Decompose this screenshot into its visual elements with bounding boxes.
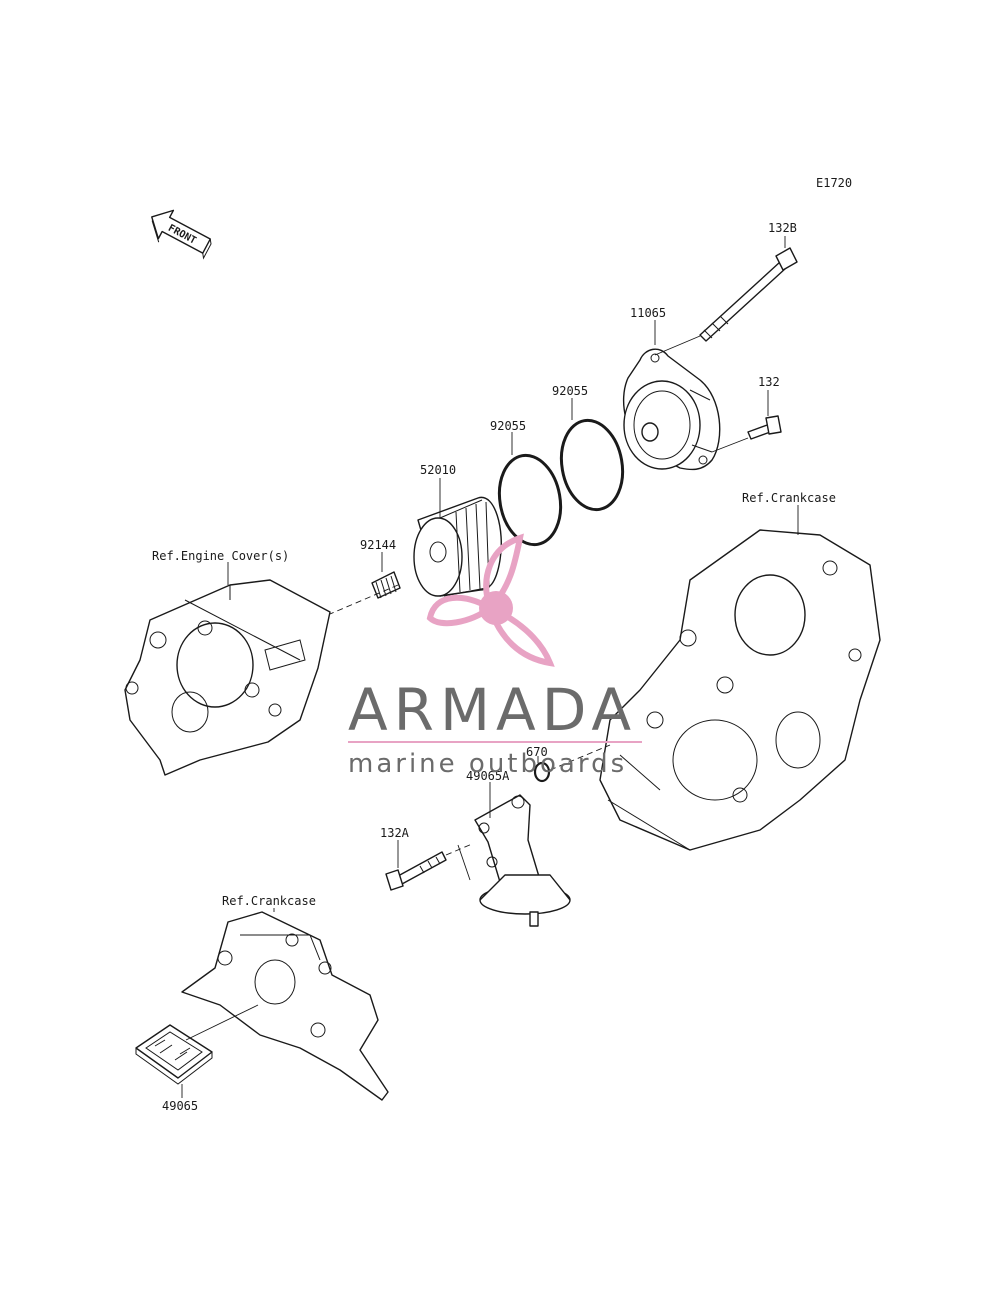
bolt-132b	[699, 247, 798, 342]
spring-92144	[371, 571, 401, 599]
o-ring-92055-left	[497, 453, 563, 547]
label-49065a: 49065A	[466, 769, 510, 783]
o-ring-92055-right	[559, 418, 625, 512]
oil-filter-cover-11065	[622, 348, 721, 471]
label-ref-crankcase-right: Ref.Crankcase	[742, 491, 836, 505]
engine-cover-ref	[124, 579, 331, 776]
label-49065: 49065	[162, 1099, 198, 1113]
watermark-title: ARMADA	[348, 676, 637, 744]
bolt-132	[747, 415, 782, 440]
label-670: 670	[526, 745, 548, 759]
watermark-subtitle: marine outboards	[348, 749, 627, 779]
label-132a: 132A	[380, 826, 410, 840]
oil-strainer-49065a	[474, 794, 571, 927]
crankcase-right-ref	[599, 529, 881, 851]
diagram-code: E1720	[816, 176, 852, 190]
bolt-132a	[385, 851, 447, 891]
armada-watermark: ARMADA marine outboards	[348, 533, 642, 779]
label-92055-right: 92055	[552, 384, 588, 398]
propeller-logo-icon	[426, 533, 555, 667]
label-132: 132	[758, 375, 780, 389]
label-ref-engine-cover: Ref.Engine Cover(s)	[152, 549, 289, 563]
label-52010: 52010	[420, 463, 456, 477]
oil-screen-49065	[135, 1024, 213, 1085]
label-11065: 11065	[630, 306, 666, 320]
crankcase-left-ref	[181, 911, 389, 1101]
label-ref-crankcase-left: Ref.Crankcase	[222, 894, 316, 908]
label-92144: 92144	[360, 538, 396, 552]
label-92055-left: 92055	[490, 419, 526, 433]
oil-filter-52010	[413, 496, 502, 597]
label-132b: 132B	[768, 221, 797, 235]
o-ring-670	[533, 761, 551, 783]
front-arrow-icon: FRONT	[151, 209, 212, 260]
